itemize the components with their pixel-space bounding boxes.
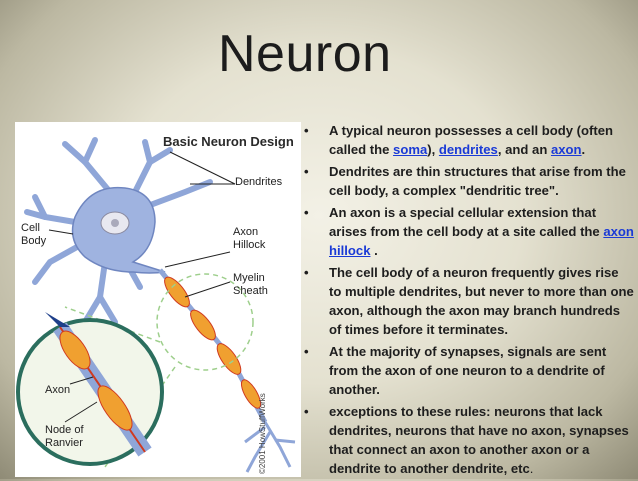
copyright-notice: ©2001 HowStuffWorks — [258, 393, 267, 474]
bullet-item: • At the majority of synapses, signals a… — [304, 342, 634, 399]
bullet-end: . — [529, 461, 534, 476]
bullet-dot: • — [304, 205, 309, 220]
bullet-item: • exceptions to these rules: neurons tha… — [304, 402, 634, 478]
node-of-ranvier-label-line2: Ranvier — [45, 437, 83, 449]
bullet-text: , and an — [497, 142, 551, 157]
axon-link[interactable]: axon — [550, 142, 582, 157]
dendrites-label: Dendrites — [235, 176, 283, 188]
cell-body-label-line1: Cell — [21, 222, 40, 234]
bullet-text: exceptions to these rules: neurons that … — [329, 404, 629, 476]
bullet-dot: • — [304, 123, 309, 138]
cell-body-label-line2: Body — [21, 235, 47, 247]
bullet-list: • A typical neuron possesses a cell body… — [304, 121, 634, 481]
myelin-sheath-label-line2: Sheath — [233, 285, 268, 297]
bullet-text: An axon is a special cellular extension … — [329, 205, 604, 239]
axon-hillock-link[interactable]: axon hillock — [329, 224, 634, 258]
bullet-text: . — [370, 243, 378, 258]
bullet-text: A typical neuron possesses a cell body (… — [329, 123, 614, 157]
dendrites-link[interactable]: dendrites — [438, 142, 498, 157]
axon-label: Axon — [45, 384, 71, 396]
bullet-text: Dendrites are thin structures that arise… — [329, 164, 626, 198]
node-of-ranvier-label-line1: Node of — [45, 424, 84, 436]
myelin-sheath-label-line1: Myelin — [233, 272, 265, 284]
neuron-diagram: Basic Neuron Design Dendrites Cell Body … — [15, 122, 301, 477]
bullet-text: At the majority of synapses, signals are… — [329, 344, 607, 397]
bullet-text: . — [581, 142, 586, 157]
axon-hillock-label-line2: Hillock — [233, 239, 266, 251]
bullet-dot: • — [304, 265, 309, 280]
bullet-dot: • — [304, 404, 309, 419]
bullet-text: The cell body of a neuron frequently giv… — [329, 265, 634, 337]
bullet-item: • A typical neuron possesses a cell body… — [304, 121, 634, 159]
diagram-heading: Basic Neuron Design — [163, 134, 294, 149]
axon-hillock-label-line1: Axon — [233, 226, 259, 238]
bullet-item: • Dendrites are thin structures that ari… — [304, 162, 634, 200]
soma-link[interactable]: soma — [393, 142, 428, 157]
neuron-illustration — [16, 137, 296, 473]
bullet-item: • An axon is a special cellular extensio… — [304, 203, 634, 260]
bullet-dot: • — [304, 344, 309, 359]
bullet-text: ), — [427, 142, 439, 157]
bullet-dot: • — [304, 164, 309, 179]
slide-title: Neuron — [218, 25, 392, 83]
bullet-item: • The cell body of a neuron frequently g… — [304, 263, 634, 339]
